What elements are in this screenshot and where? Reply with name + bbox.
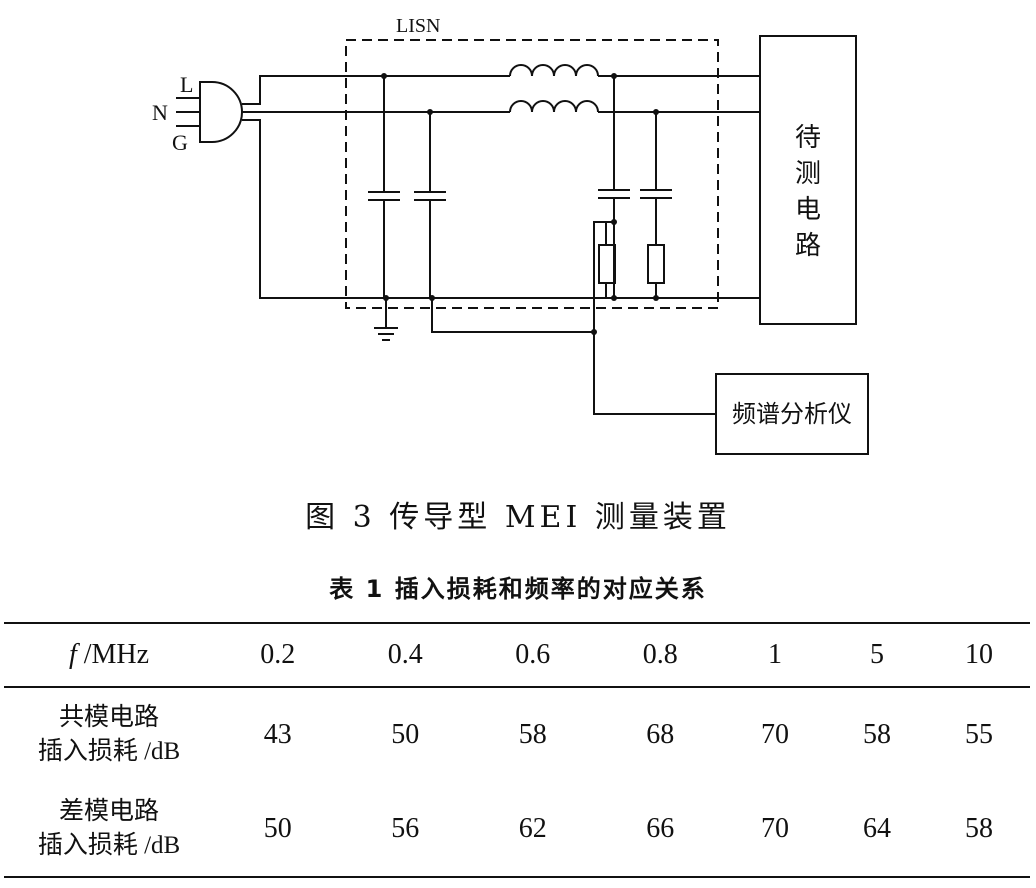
- header-frequency-label: f /MHz: [4, 623, 214, 687]
- table-cell: 70: [761, 719, 789, 750]
- wire-l-feed: [242, 75, 384, 105]
- plug-label-g: G: [172, 130, 188, 155]
- row-label: 差模电路 插入损耗 /dB: [4, 782, 214, 877]
- resistor-1: [598, 244, 616, 284]
- figure-caption: 图 3 传导型 MEI 测量装置: [305, 500, 731, 535]
- header-freq-cell: 0.6: [515, 639, 551, 670]
- cap-left-1: [368, 76, 400, 298]
- cap-right-1: [598, 76, 630, 222]
- table-cell: 62: [518, 813, 547, 844]
- row-label-line1: 共模电路: [58, 704, 159, 731]
- table-cell: 50: [391, 719, 420, 750]
- spectrum-analyzer-box: [715, 373, 869, 455]
- table-cell: 64: [863, 813, 891, 844]
- power-plug-icon: [176, 81, 243, 143]
- plug-label-n: N: [152, 100, 168, 125]
- header-freq-cell: 0.4: [387, 639, 423, 670]
- table-cell: 56: [391, 813, 420, 844]
- wire-analyzer-tap: [593, 221, 614, 332]
- resistor-2: [647, 244, 665, 284]
- junction-dots: [381, 73, 659, 335]
- ground-icon: [374, 298, 398, 341]
- device-char-1: 待: [795, 123, 821, 152]
- header-var: f: [68, 639, 77, 670]
- header-unit: /MHz: [76, 639, 150, 670]
- table-row-differential-mode: 差模电路 插入损耗 /dB 50 56 62 66 70 64 58: [4, 782, 1030, 877]
- cap-right-2: [640, 112, 672, 298]
- row-label-line2: 插入损耗 /dB: [37, 832, 181, 859]
- table-cell: 55: [965, 719, 993, 750]
- table-cell: 58: [518, 719, 547, 750]
- device-under-test-box: [759, 35, 857, 325]
- table-cell: 58: [863, 719, 891, 750]
- row-label: 共模电路 插入损耗 /dB: [4, 687, 214, 782]
- device-char-2: 测: [795, 159, 821, 188]
- wire-g-feed: [242, 119, 384, 299]
- device-char-3: 电: [795, 195, 821, 224]
- header-freq-cell: 1: [768, 639, 782, 670]
- cap-left-2: [414, 112, 446, 298]
- row-label-line2: 插入损耗 /dB: [37, 738, 181, 765]
- header-freq-cell: 10: [965, 639, 993, 670]
- inductor-n: [509, 100, 599, 113]
- spectrum-analyzer-label: 频谱分析仪: [732, 401, 852, 428]
- lisn-box: [345, 39, 719, 309]
- inductor-l: [509, 64, 599, 77]
- lisn-label: LISN: [396, 15, 440, 37]
- plug-label-l: L: [180, 72, 193, 97]
- lisn-circuit-diagram: L N G LISN: [152, 15, 869, 455]
- wire-analyzer: [431, 298, 716, 415]
- table-header-row: f /MHz 0.2 0.4 0.6 0.8 1 5 10: [4, 623, 1030, 687]
- table-cell: 58: [965, 813, 993, 844]
- table-cell: 50: [263, 813, 292, 844]
- device-char-4: 路: [795, 231, 821, 260]
- table-cell: 66: [646, 813, 675, 844]
- insertion-loss-table: f /MHz 0.2 0.4 0.6 0.8 1 5 10 共模电路 插入损耗 …: [4, 622, 1030, 878]
- resistor-branch-1: [605, 221, 615, 299]
- row-label-line1: 差模电路: [58, 798, 159, 825]
- header-freq-cell: 5: [870, 639, 884, 670]
- table-cell: 43: [263, 719, 292, 750]
- header-freq-cell: 0.2: [260, 639, 296, 670]
- table-cell: 70: [761, 813, 789, 844]
- table-title: 表 1 插入损耗和频率的对应关系: [329, 575, 707, 603]
- table-row-common-mode: 共模电路 插入损耗 /dB 43 50 58 68 70 58 55: [4, 687, 1030, 782]
- header-freq-cell: 0.8: [642, 639, 678, 670]
- table-cell: 68: [646, 719, 675, 750]
